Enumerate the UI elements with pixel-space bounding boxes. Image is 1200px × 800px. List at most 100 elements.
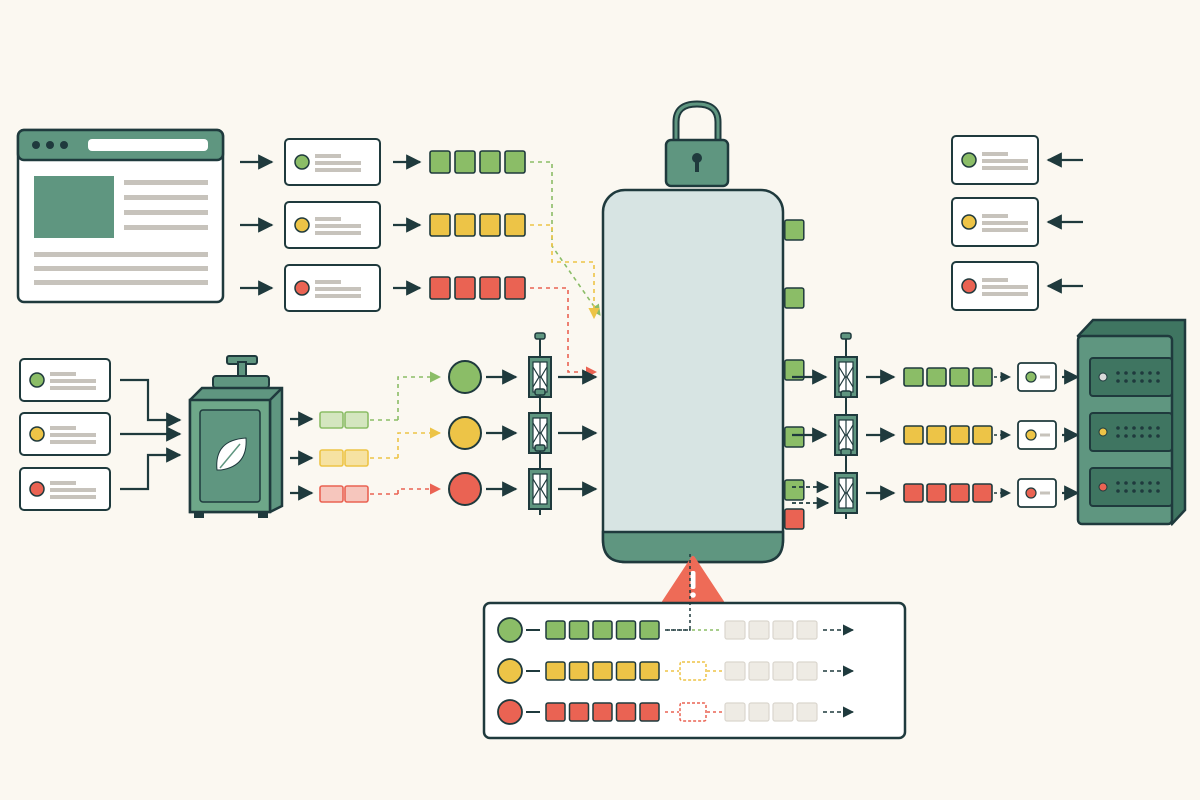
priority-dot — [961, 152, 977, 168]
card-text-line — [982, 292, 1028, 296]
drive-vent — [1132, 371, 1136, 375]
token-cell-high — [479, 150, 501, 174]
dispatch-cell-high — [972, 367, 993, 387]
gate-cap — [840, 390, 852, 398]
waiting-cell-yellow — [615, 661, 637, 681]
priority-dot — [1025, 429, 1037, 441]
priority-token-medium — [448, 416, 482, 450]
empty-wait-slot — [724, 661, 746, 681]
request-card-high — [284, 138, 381, 186]
browser-window-icon — [16, 128, 225, 304]
drive-vent — [1156, 426, 1160, 430]
drive-vent — [1140, 426, 1144, 430]
waiting-cell-yellow — [639, 661, 660, 681]
card-text-line — [982, 221, 1028, 225]
card-text-line — [1040, 491, 1050, 495]
priority-dot — [29, 372, 45, 388]
empty-wait-slot — [772, 661, 794, 681]
drive-vent — [1156, 434, 1160, 438]
card-text-line — [50, 386, 96, 390]
dispatch-cell-low — [926, 483, 947, 503]
card-text-line — [50, 372, 76, 376]
waiting-cell-green — [568, 620, 590, 640]
dispatch-cell-high — [903, 367, 924, 387]
gate-bars — [838, 420, 854, 450]
card-text-line — [315, 287, 361, 291]
dispatch-cell-low — [972, 483, 993, 503]
card-text-line — [315, 294, 361, 298]
card-text-line — [982, 228, 1028, 232]
gate-bars — [838, 478, 854, 508]
drive-vent — [1140, 434, 1144, 438]
server-drive-medium — [1089, 412, 1173, 452]
bucket-output-cell-high — [319, 411, 344, 429]
drive-vent — [1156, 481, 1160, 485]
empty-wait-slot — [796, 620, 818, 640]
card-text-line — [315, 224, 361, 228]
drive-vent — [1132, 489, 1136, 493]
queue-slot — [784, 508, 805, 530]
dispatch-cell-high — [926, 367, 947, 387]
drive-bay — [1089, 357, 1173, 397]
priority-dot — [294, 154, 310, 170]
dispatch-cell-low — [903, 483, 924, 503]
waiting-cell-red — [615, 702, 637, 722]
drive-vent — [1124, 379, 1128, 383]
card-text-line — [982, 166, 1028, 170]
priority-dot — [1025, 371, 1037, 383]
feed-line-medium — [530, 224, 600, 320]
server-drive-high — [1089, 357, 1173, 397]
empty-wait-slot — [772, 702, 794, 722]
drive-vent — [1124, 481, 1128, 485]
leaf-token-bucket-icon — [188, 355, 284, 518]
token-cell-low — [504, 276, 526, 300]
drive-vent — [1148, 371, 1152, 375]
priority-dot — [961, 214, 977, 230]
card-text-line — [315, 168, 361, 172]
card-text-line — [315, 231, 361, 235]
token-cell-high — [504, 150, 526, 174]
gate-cap — [534, 388, 546, 396]
drive-vent — [1140, 371, 1144, 375]
bucket-output-cell-high — [344, 411, 369, 429]
card-text-line — [982, 214, 1008, 218]
gate-cap — [840, 332, 852, 340]
drive-vent — [1148, 434, 1152, 438]
waiting-cell-red — [592, 702, 613, 722]
drive-bay — [1089, 467, 1173, 507]
drive-vent — [1116, 371, 1120, 375]
wait-priority-green — [497, 617, 523, 643]
card-text-line — [982, 278, 1008, 282]
client-card-low — [19, 467, 111, 511]
wait-priority-red — [497, 699, 523, 725]
drive-vent — [1116, 434, 1120, 438]
drive-vent — [1148, 489, 1152, 493]
gate-bars — [532, 418, 548, 448]
token-cell-high — [429, 150, 451, 174]
dispatch-cell-medium — [949, 425, 970, 445]
dispatch-cell-medium — [903, 425, 924, 445]
server-drive-low — [1089, 467, 1173, 507]
gate-cap — [840, 448, 852, 456]
token-cell-low — [454, 276, 476, 300]
card-text-line — [50, 426, 76, 430]
request-card-low — [284, 264, 381, 312]
feed-line-high — [530, 161, 601, 316]
queue-slot — [784, 426, 805, 448]
priority-dot — [961, 278, 977, 294]
pending-slot — [679, 661, 707, 681]
delivered-card-frame — [1017, 478, 1057, 508]
feed-line-low — [530, 287, 598, 378]
drive-led — [1098, 427, 1108, 437]
priority-dot — [1025, 487, 1037, 499]
queue-slot — [784, 219, 805, 241]
token-cell-low — [429, 276, 451, 300]
response-card-low — [951, 261, 1039, 311]
turnstile-gate-icon — [528, 444, 552, 515]
drive-vent — [1116, 481, 1120, 485]
waiting-cell-yellow — [568, 661, 590, 681]
token-cell-medium — [429, 213, 451, 237]
delivered-card-frame — [1017, 362, 1057, 392]
